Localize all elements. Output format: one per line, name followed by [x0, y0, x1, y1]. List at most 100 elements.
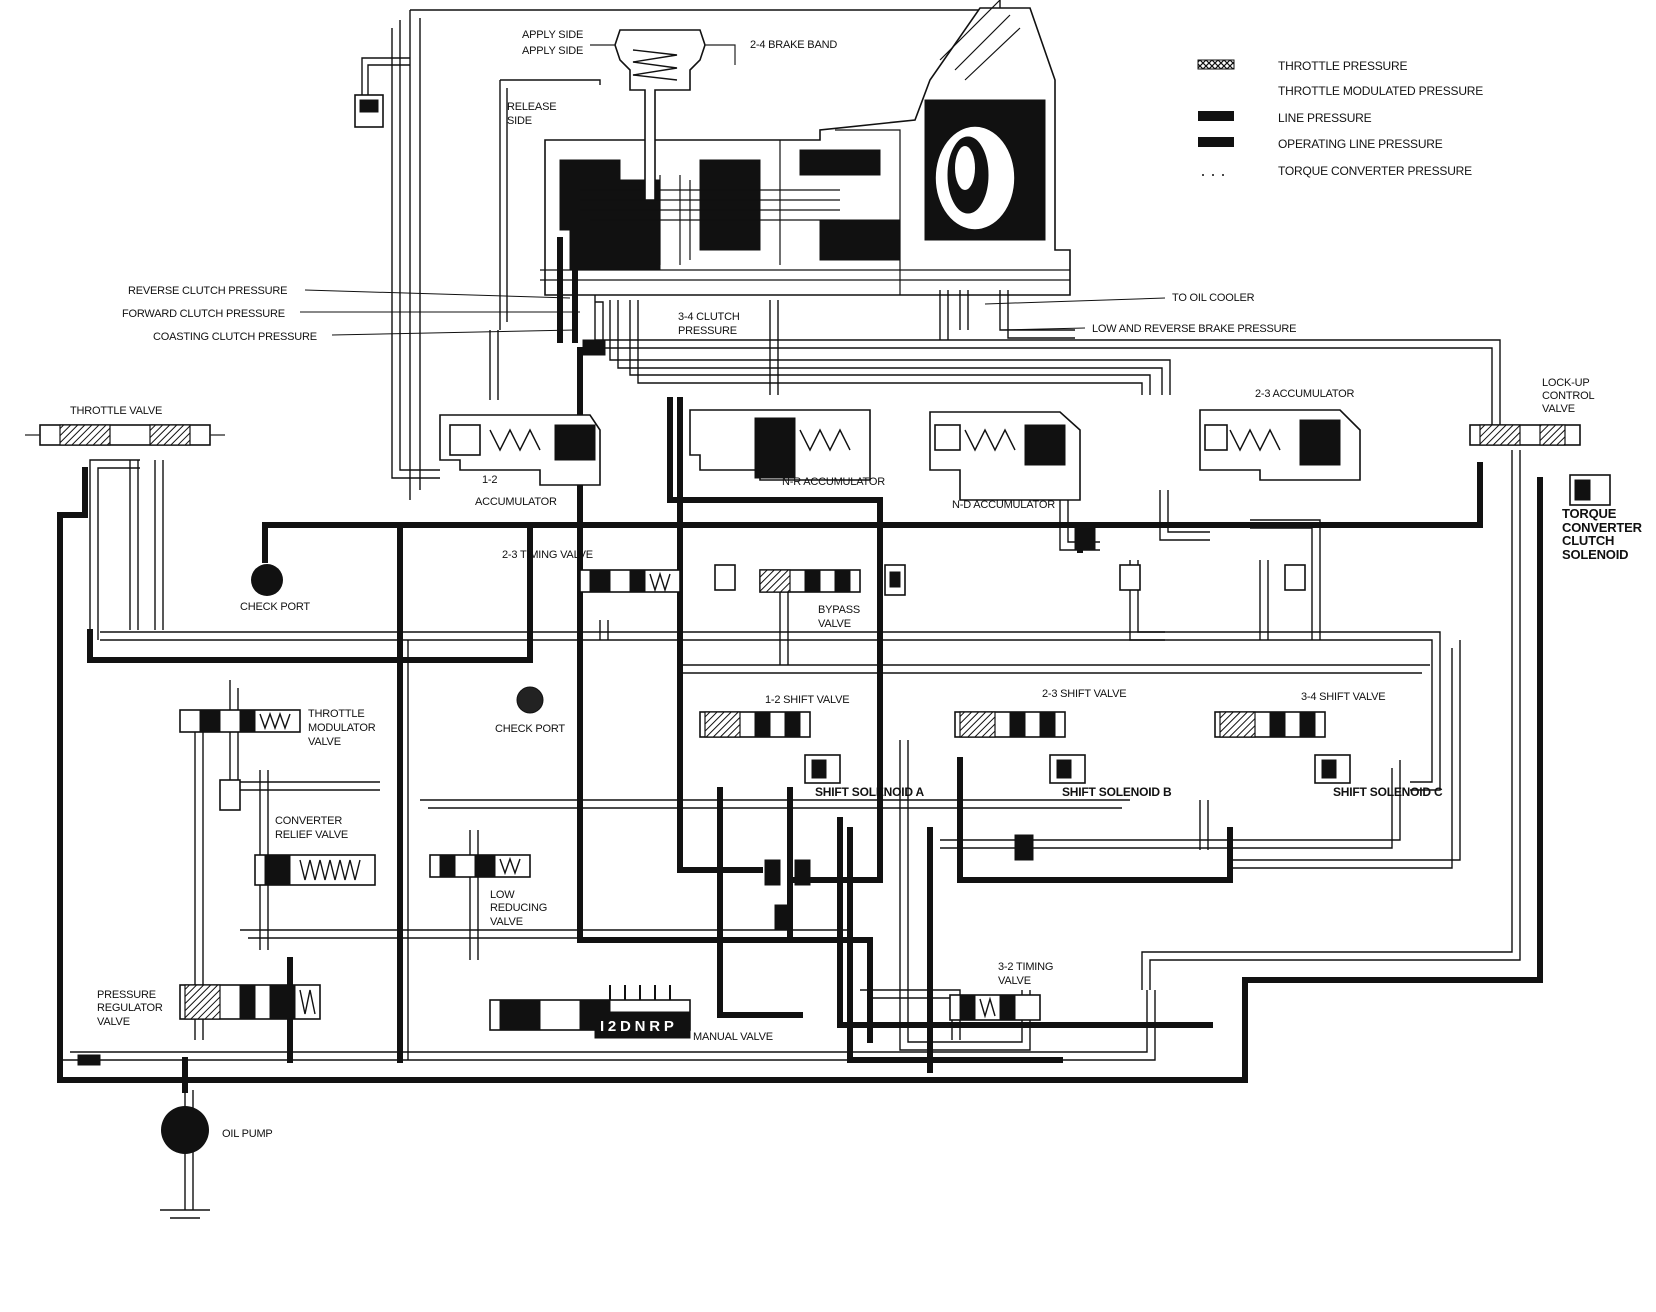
label-bypass-2: VALVE	[818, 618, 851, 630]
legend-swatch-operating-line	[1198, 137, 1234, 147]
legend-throttle-pressure: THROTTLE PRESSURE	[1278, 59, 1407, 73]
label-apply-side-1: APPLY SIDE	[522, 29, 583, 41]
top-left-check-valve	[354, 57, 410, 128]
label-3-4-clutch-2: PRESSURE	[678, 325, 737, 337]
label-tcc-2: CONVERTER	[1562, 520, 1643, 535]
label-check-port-1: CHECK PORT	[240, 601, 310, 613]
label-3-2-timing-1: 3-2 TIMING	[998, 961, 1053, 973]
label-low-reducing-1: LOW	[490, 889, 515, 901]
label-forward-clutch: FORWARD CLUTCH PRESSURE	[122, 308, 285, 320]
shift-solenoid-a	[804, 754, 841, 784]
label-lock-up-3: VALVE	[1542, 403, 1575, 415]
label-low-reverse: LOW AND REVERSE BRAKE PRESSURE	[1092, 323, 1296, 335]
check-port-1	[251, 564, 283, 596]
label-converter-relief-2: RELIEF VALVE	[275, 829, 348, 841]
timing-valve-3-2	[949, 994, 1041, 1021]
shift-valve-2-3	[954, 711, 1066, 738]
label-converter-relief-1: CONVERTER	[275, 815, 342, 827]
throttle-modulator-valve	[179, 709, 301, 733]
label-shift-solenoid-a: SHIFT SOLENOID A	[815, 785, 925, 799]
label-reverse-clutch: REVERSE CLUTCH PRESSURE	[128, 285, 287, 297]
label-3-4-shift-valve: 3-4 SHIFT VALVE	[1301, 691, 1385, 703]
orifice-6	[774, 904, 791, 931]
timing-valve-2-3	[579, 569, 681, 593]
label-2-3-shift-valve: 2-3 SHIFT VALVE	[1042, 688, 1126, 700]
label-n-d-accumulator: N-D ACCUMULATOR	[952, 499, 1055, 511]
shift-solenoid-c	[1314, 754, 1351, 784]
label-release-2: SIDE	[507, 115, 532, 127]
label-lock-up-2: CONTROL	[1542, 390, 1594, 402]
label-lock-up-1: LOCK-UP	[1542, 377, 1590, 389]
legend-torque-converter-pressure: TORQUE CONVERTER PRESSURE	[1278, 164, 1472, 178]
accumulator-n-r	[689, 409, 871, 481]
lock-up-control-valve	[1469, 424, 1581, 446]
label-3-4-clutch-1: 3-4 CLUTCH	[678, 311, 740, 323]
label-manual-valve: MANUAL VALVE	[693, 1031, 773, 1043]
label-brake-band: 2-4 BRAKE BAND	[750, 39, 837, 51]
label-oil-pump: OIL PUMP	[222, 1128, 273, 1140]
shift-valve-3-4	[1214, 711, 1326, 738]
label-tcc-1: TORQUE	[1562, 506, 1617, 521]
label-pressure-regulator-2: REGULATOR	[97, 1002, 163, 1014]
label-coasting-clutch: COASTING CLUTCH PRESSURE	[153, 331, 317, 343]
bypass-side-valve-core	[889, 571, 901, 588]
low-reducing-valve	[429, 854, 531, 878]
legend-swatch-torque-converter	[1202, 174, 1224, 176]
check-port-2	[516, 686, 544, 714]
throttle-valve	[25, 424, 225, 446]
label-pressure-regulator-1: PRESSURE	[97, 989, 156, 1001]
legend-line-pressure: LINE PRESSURE	[1278, 111, 1372, 125]
label-to-oil-cooler: TO OIL COOLER	[1172, 292, 1255, 304]
label-apply-side-2: APPLY SIDE	[522, 45, 583, 57]
label-throttle-valve: THROTTLE VALVE	[70, 405, 162, 417]
label-tcc-4: SOLENOID	[1562, 547, 1628, 562]
label-tcc-3: CLUTCH	[1562, 533, 1614, 548]
legend-swatch-line	[1198, 111, 1234, 121]
label-bypass-1: BYPASS	[818, 604, 860, 616]
label-shift-solenoid-b: SHIFT SOLENOID B	[1062, 785, 1172, 799]
label-shift-solenoid-c: SHIFT SOLENOID C	[1333, 785, 1443, 799]
orifice-1	[582, 339, 606, 356]
orifice-3	[1014, 834, 1034, 861]
label-gear-positions: I 2 D N R P	[600, 1018, 674, 1035]
pressure-regulator-valve	[179, 984, 321, 1020]
small-valve-3	[1284, 564, 1306, 591]
leader-lines	[300, 289, 1166, 336]
bypass-valve	[759, 569, 861, 593]
label-tmv-2: MODULATOR	[308, 722, 376, 734]
orifice-7	[77, 1054, 101, 1066]
manual-valve	[489, 985, 691, 1039]
line-pressure-passages	[57, 237, 1543, 1093]
legend-swatch-throttle	[1197, 59, 1235, 70]
thin-passages	[60, 20, 1521, 1219]
accumulator-1-2	[439, 414, 601, 486]
tmv-side-valve	[219, 779, 241, 811]
label-low-reducing-2: REDUCING	[490, 902, 547, 914]
label-2-3-timing-valve: 2-3 TIMING VALVE	[502, 549, 593, 561]
label-tmv-1: THROTTLE	[308, 708, 364, 720]
accumulator-2-3	[1199, 409, 1361, 481]
accumulator-n-d	[929, 411, 1081, 501]
torque-converter-clutch-solenoid	[1569, 474, 1611, 506]
label-low-reducing-3: VALVE	[490, 916, 523, 928]
label-n-r-accumulator: N-R ACCUMULATOR	[782, 476, 885, 488]
orifice-4	[764, 859, 781, 886]
label-3-2-timing-2: VALVE	[998, 975, 1031, 987]
label-tmv-3: VALVE	[308, 736, 341, 748]
small-valve-2	[1119, 564, 1141, 591]
small-valve-1	[714, 564, 736, 591]
oil-pump	[161, 1106, 209, 1154]
label-release-1: RELEASE	[507, 101, 556, 113]
converter-relief-valve	[254, 854, 376, 886]
legend-operating-line-pressure: OPERATING LINE PRESSURE	[1278, 137, 1443, 151]
label-1-2-accumulator-top: 1-2	[482, 474, 497, 486]
orifice-2	[1074, 524, 1096, 551]
label-1-2-accumulator: ACCUMULATOR	[475, 496, 557, 508]
label-pressure-regulator-3: VALVE	[97, 1016, 130, 1028]
legend-throttle-modulated-pressure: THROTTLE MODULATED PRESSURE	[1278, 84, 1483, 98]
shift-solenoid-b	[1049, 754, 1086, 784]
label-2-3-accumulator: 2-3 ACCUMULATOR	[1255, 388, 1355, 400]
label-check-port-2: CHECK PORT	[495, 723, 565, 735]
shift-valve-1-2	[699, 711, 811, 738]
